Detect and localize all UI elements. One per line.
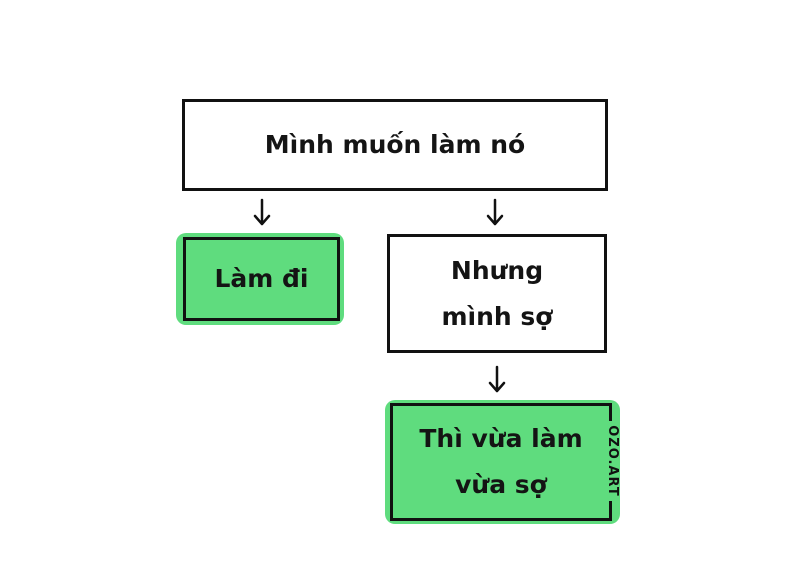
node-do-and-fear-line1: Thì vừa làm [419,424,583,453]
arrow-down-icon [253,198,271,226]
watermark: OZO.ART [604,421,620,501]
node-but-afraid: Nhưng mình sợ [387,234,607,353]
arrow-down-icon [486,198,504,226]
node-root: Mình muốn làm nó [182,99,608,191]
node-but-afraid-line2: mình sợ [441,301,553,331]
node-do-it-label: Làm đi [214,264,309,293]
arrow-down-icon [488,365,506,393]
node-but-afraid-line1: Nhưng [450,255,544,285]
node-do-and-fear-line2: vừa sợ [455,470,547,499]
node-do-and-fear: Thì vừa làm vừa sợ [390,403,612,521]
node-root-label: Mình muốn làm nó [264,130,526,159]
node-do-it: Làm đi [183,237,340,321]
